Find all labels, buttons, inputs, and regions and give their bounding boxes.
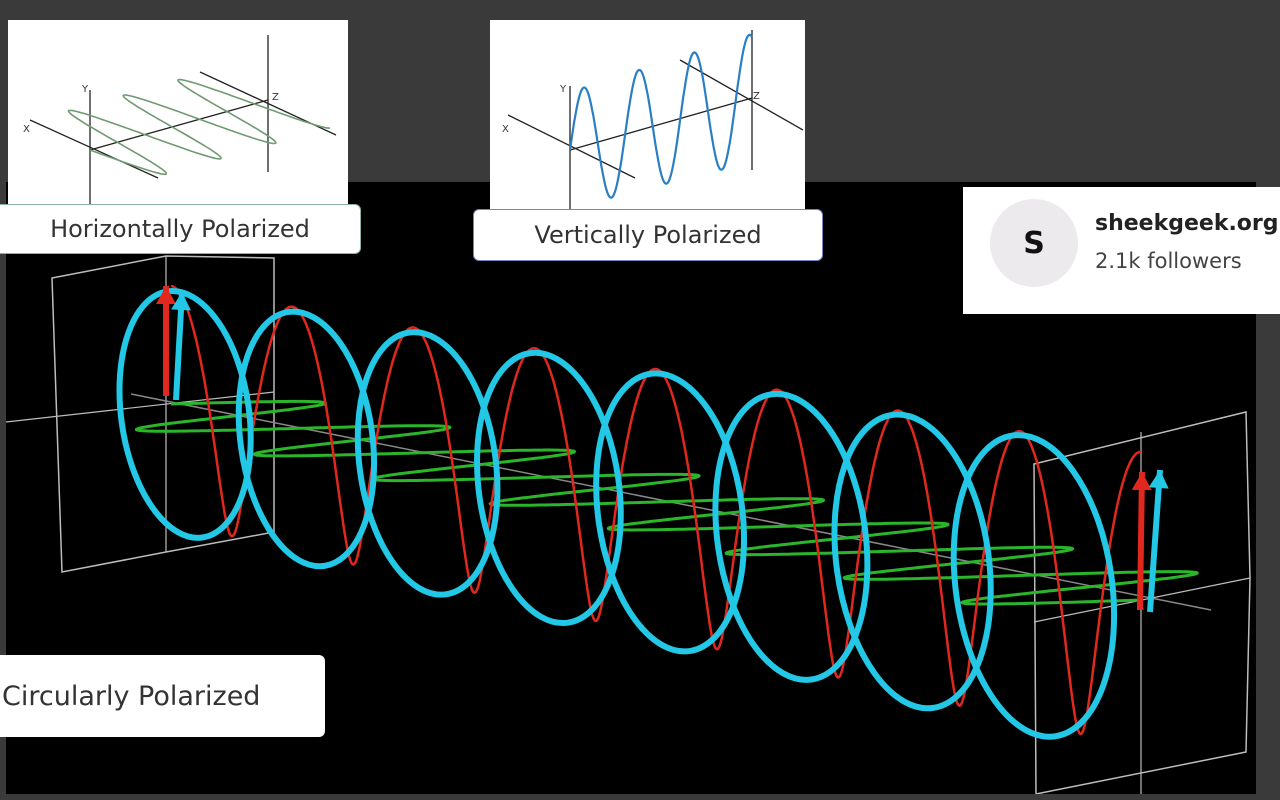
horizontal-wave [67, 78, 331, 176]
y-axis-label: Y [559, 84, 567, 95]
x-axis-line [29, 119, 159, 179]
y-axis-label: Y [81, 84, 89, 95]
z-axis-label: Z [272, 92, 279, 103]
z-axis-label: Z [753, 91, 760, 102]
circular-wave-ring [593, 370, 748, 655]
end-frame [1033, 411, 1251, 794]
start-circular-vector [173, 291, 185, 401]
propagation-axis [569, 97, 753, 151]
circular-polarization-diagram [6, 255, 1251, 794]
horizontal-polarization-label: Horizontally Polarized [0, 204, 361, 254]
profile-name[interactable]: sheekgeek.org [1095, 211, 1279, 236]
start-circular-vector-head [171, 292, 191, 311]
x-axis-label: X [23, 124, 30, 135]
horizontal-component-wave [134, 399, 1199, 606]
end-vertical-vector [1137, 471, 1145, 611]
vertical-polarization-panel: X Y Z [490, 20, 805, 210]
circular-wave-ring [354, 329, 501, 598]
circular-wave-ring [235, 308, 378, 570]
end-vertical-vector-head [1131, 472, 1152, 491]
vertical-wave [568, 33, 753, 199]
start-frame-divider [6, 391, 275, 423]
circular-wave-ring [474, 349, 624, 627]
x-axis-label: X [502, 124, 509, 135]
vertical-component-wave [170, 284, 1141, 736]
profile-card[interactable]: S sheekgeek.org 2.1k followers [963, 187, 1280, 314]
horizontal-polarization-panel: X Y Z [8, 20, 348, 204]
circular-wave-ring [831, 411, 994, 712]
horizontal-wave-diagram: X Y Z [23, 35, 337, 204]
x-axis-line-far [679, 59, 804, 131]
circular-wave-ring [712, 390, 871, 683]
end-circular-vector-head [1148, 470, 1169, 489]
propagation-axis [89, 99, 269, 151]
circular-polarization-label: Circularly Polarized [0, 655, 325, 737]
vertical-wave-diagram: X Y Z [502, 30, 804, 210]
avatar[interactable]: S [990, 199, 1078, 287]
vertical-polarization-label: Vertically Polarized [473, 209, 823, 261]
end-circular-vector [1147, 469, 1163, 613]
circular-wave-ring [950, 432, 1118, 740]
start-vertical-vector-head [156, 286, 176, 304]
profile-followers: 2.1k followers [1095, 249, 1242, 273]
